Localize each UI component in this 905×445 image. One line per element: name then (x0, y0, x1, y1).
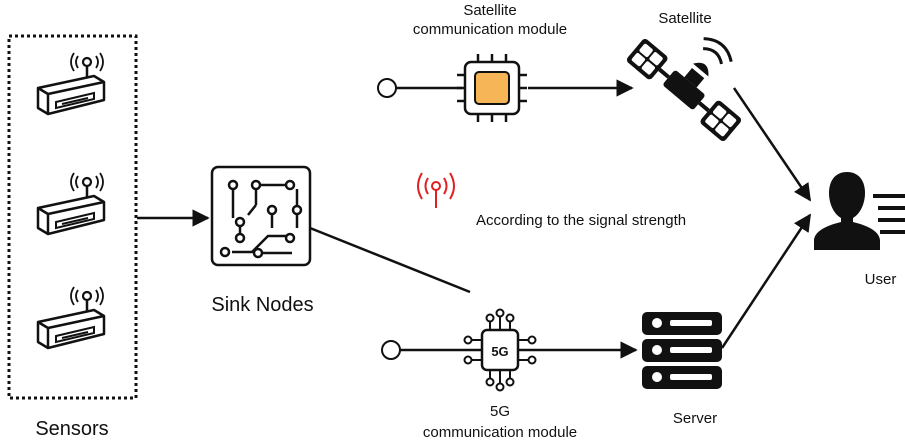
5g-module-label-line1: 5G (489, 403, 510, 420)
satellite-label: Satellite (658, 10, 712, 27)
user-icon (814, 172, 905, 250)
sensors-label: Sensors (35, 418, 109, 440)
satellite-icon (626, 37, 742, 141)
5g-module-input-node (381, 340, 401, 360)
satellite-to-user-arrow (732, 87, 812, 202)
sensor-icon (36, 285, 106, 350)
sensor-icon (36, 171, 106, 236)
sink-to-5g-line (309, 226, 471, 294)
satellite-module-input-node (377, 78, 397, 98)
5g-module-label-line2: communication module (422, 424, 578, 441)
5g-chip-label: 5G (491, 344, 508, 359)
user-label: User (864, 271, 897, 288)
satellite-module-label-line1: Satellite (463, 2, 517, 19)
server-icon (642, 312, 722, 389)
5g-chip-icon (463, 308, 537, 392)
sensor-icon (36, 51, 106, 116)
signal-strength-note: According to the signal strength (476, 212, 687, 229)
sensors-group-border (7, 34, 138, 400)
server-to-user-arrow (720, 213, 812, 349)
chip-icon (457, 54, 527, 122)
satellite-module-label-line2: communication module (412, 21, 568, 38)
sink-nodes-label: Sink Nodes (211, 294, 314, 316)
server-label: Server (672, 410, 718, 427)
circuit-board-icon (210, 165, 312, 267)
signal-antenna-icon (417, 172, 455, 208)
